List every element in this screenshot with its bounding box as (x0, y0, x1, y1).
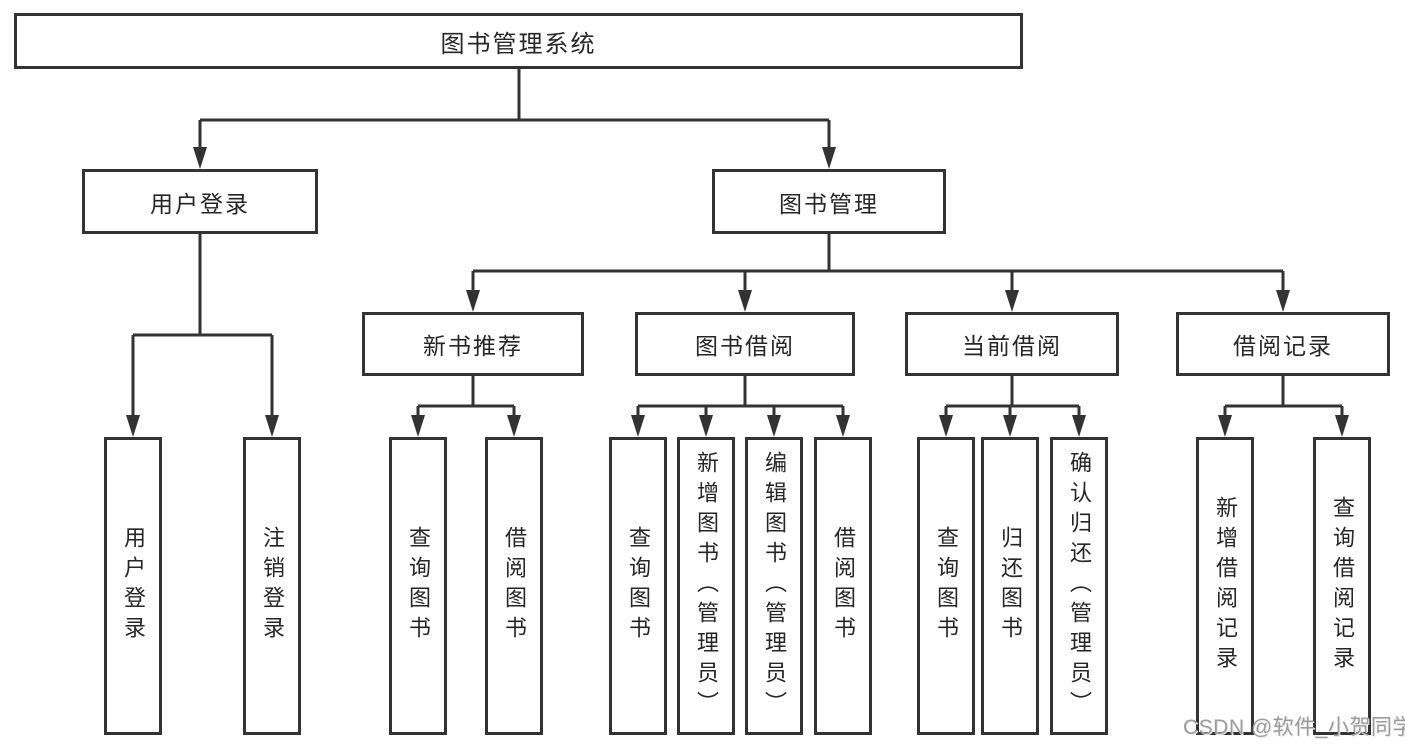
connector-root-to-level2 (193, 69, 836, 169)
node-new-book-recommend: 新书推荐 (362, 312, 584, 376)
node-book-borrowing: 图书借阅 (635, 312, 855, 376)
node-label: 编辑图书（管理员） (762, 451, 787, 721)
node-user-login: 用户登录 (82, 169, 318, 234)
connector-current-borrowing-to-leaves (939, 376, 1086, 437)
leaf-current-return-books: 归还图书 (981, 437, 1039, 735)
connector-user-login-to-leaves (126, 234, 279, 437)
node-label: 用户登录 (150, 190, 250, 217)
leaf-borrowing-query-books: 查询图书 (609, 437, 667, 735)
leaf-records-query-record: 查询借阅记录 (1313, 437, 1371, 735)
leaf-logout: 注销登录 (243, 437, 301, 735)
leaf-borrowing-add-books-admin: 新增图书（管理员） (677, 437, 735, 735)
leaf-user-login: 用户登录 (104, 437, 162, 735)
node-label: 用户登录 (121, 526, 146, 646)
leaf-recommend-query-books: 查询图书 (389, 437, 447, 735)
csdn-watermark: CSDN @软件_小贺同学 (1183, 716, 1405, 739)
node-label: 图书管理 (779, 190, 879, 217)
node-label: 注销登录 (260, 526, 285, 646)
node-label: 借阅记录 (1233, 333, 1333, 359)
node-book-management: 图书管理 (712, 169, 946, 234)
node-label: 图书借阅 (695, 333, 795, 359)
node-label: 新书推荐 (423, 333, 523, 359)
leaf-borrowing-edit-books-admin: 编辑图书（管理员） (745, 437, 803, 735)
leaf-records-add-record: 新增借阅记录 (1196, 437, 1254, 735)
node-label: 借阅图书 (502, 526, 527, 646)
leaf-current-query-books: 查询图书 (917, 437, 975, 735)
leaf-current-confirm-return-admin: 确认归还（管理员） (1050, 437, 1108, 735)
node-label: 查询借阅记录 (1330, 496, 1355, 676)
leaf-borrowing-borrow-books: 借阅图书 (814, 437, 872, 735)
node-label: 新增借阅记录 (1213, 496, 1238, 676)
connector-book-borrowing-to-leaves (631, 376, 850, 437)
node-label: 借阅图书 (831, 526, 856, 646)
node-system-root: 图书管理系统 (14, 13, 1023, 69)
node-label: 确认归还（管理员） (1067, 451, 1092, 721)
connector-borrowing-records-to-leaves (1218, 376, 1349, 437)
node-label: 查询图书 (934, 526, 959, 646)
node-label: 归还图书 (998, 526, 1023, 646)
node-label: 新增图书（管理员） (694, 451, 719, 721)
node-label: 当前借阅 (962, 333, 1062, 359)
node-current-borrowing: 当前借阅 (905, 312, 1119, 376)
node-label: 查询图书 (626, 526, 651, 646)
connector-book-management-to-level3 (466, 234, 1290, 312)
connector-new-book-recommend-to-leaves (411, 376, 521, 437)
leaf-recommend-borrow-books: 借阅图书 (485, 437, 543, 735)
node-borrowing-records: 借阅记录 (1176, 312, 1390, 376)
node-label: 查询图书 (406, 526, 431, 646)
node-label: 图书管理系统 (440, 30, 597, 58)
